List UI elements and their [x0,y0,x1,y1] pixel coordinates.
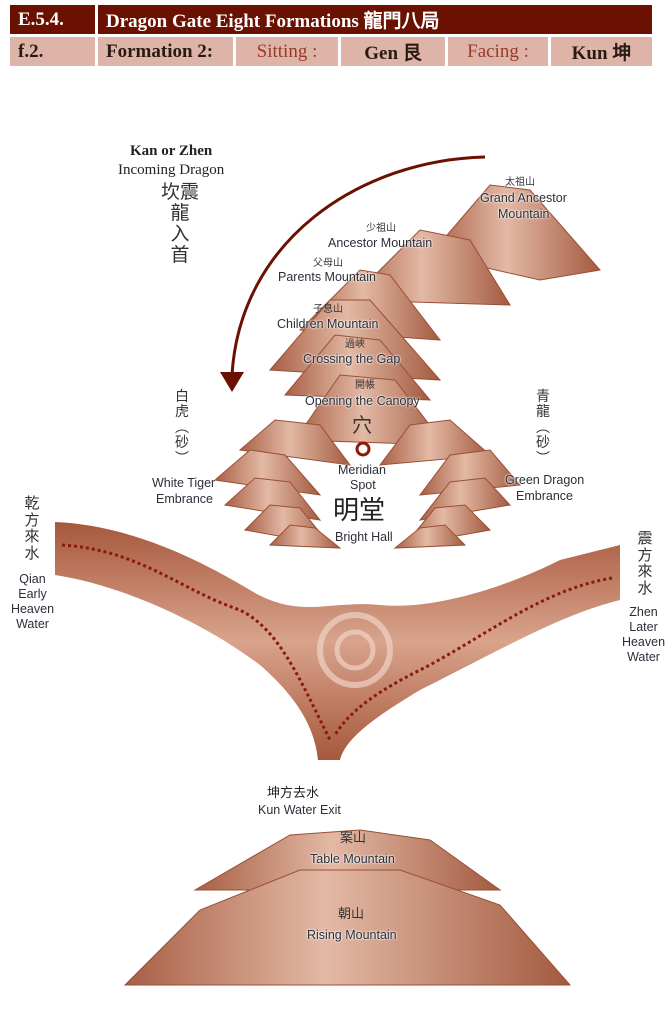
zhen-water-cn: 震 方 來 水 [637,529,653,597]
incoming-dragon-arrow [230,155,486,376]
table-mountain-cn: 案山 [340,831,367,846]
children-label: Children Mountain [277,317,379,331]
canopy-cn: 開帳 [355,380,375,391]
grand-ancestor-cn: 太祖山 [505,177,535,188]
facing-label: Facing : [448,37,548,66]
crossing-label: Crossing the Gap [303,352,401,366]
table-mountain-label: Table Mountain [310,852,395,866]
zhen-water-label: Zhen Later Heaven Water [621,605,666,664]
parents-cn: 父母山 [313,258,343,269]
parents-label: Parents Mountain [278,270,376,284]
flow-path-qian [61,543,332,741]
white-tiger-cn: 白 虎 ︵ 砂 ︶ [175,389,189,467]
sitting-label: Sitting : [236,37,338,66]
kun-exit-label: Kun Water Exit [258,803,341,817]
facing-value: Kun 坤 [551,37,652,66]
grand-ancestor-label-2: Mountain [498,207,550,221]
qian-water-label: Qian Early Heaven Water [10,572,55,631]
incoming-dragon-chinese: 坎震 龍 入 首 [160,181,199,266]
bright-hall-cn: 明堂 [333,496,386,526]
meridian-label-2: Spot [350,478,376,492]
crossing-cn: 過峽 [345,339,365,350]
incoming-dragon-title: Kan or Zhen [130,143,213,159]
white-tiger-label: White Tiger [152,476,216,490]
sitting-value: Gen 艮 [341,37,445,66]
page-title: Dragon Gate Eight Formations 龍門八局 [98,5,652,34]
ancestor-label: Ancestor Mountain [328,236,433,250]
green-dragon-range [378,419,522,549]
children-cn: 子息山 [313,304,343,315]
white-tiger-range [213,419,352,549]
white-tiger-label-2: Embrance [156,492,213,506]
rising-mountain-cn: 朝山 [338,907,365,922]
section-number: E.5.4. [10,5,95,34]
rising-mountain [123,869,572,986]
grand-ancestor-label: Grand Ancestor [480,191,567,205]
incoming-dragon-subtitle: Incoming Dragon [118,162,225,178]
kun-exit-cn: 坤方去水 [267,786,320,801]
meridian-cn: 穴 [352,413,372,437]
meridian-label: Meridian [338,463,386,477]
meridian-spot-marker [355,441,371,457]
qian-water-cn: 乾 方 來 水 [24,494,40,562]
green-dragon-label-2: Embrance [516,489,573,503]
bright-hall-label: Bright Hall [335,530,393,544]
green-dragon-label: Green Dragon [505,473,585,487]
green-dragon-cn: 青 龍 ︵ 砂 ︶ [536,389,550,467]
arrowhead [220,372,244,392]
flow-path-zhen [333,576,613,736]
ancestor-cn: 少祖山 [366,223,396,234]
figure-number: f.2. [10,37,95,66]
rising-mountain-label: Rising Mountain [307,928,397,942]
formation-label: Formation 2: [98,37,233,66]
canopy-label: Opening the Canopy [305,394,420,408]
